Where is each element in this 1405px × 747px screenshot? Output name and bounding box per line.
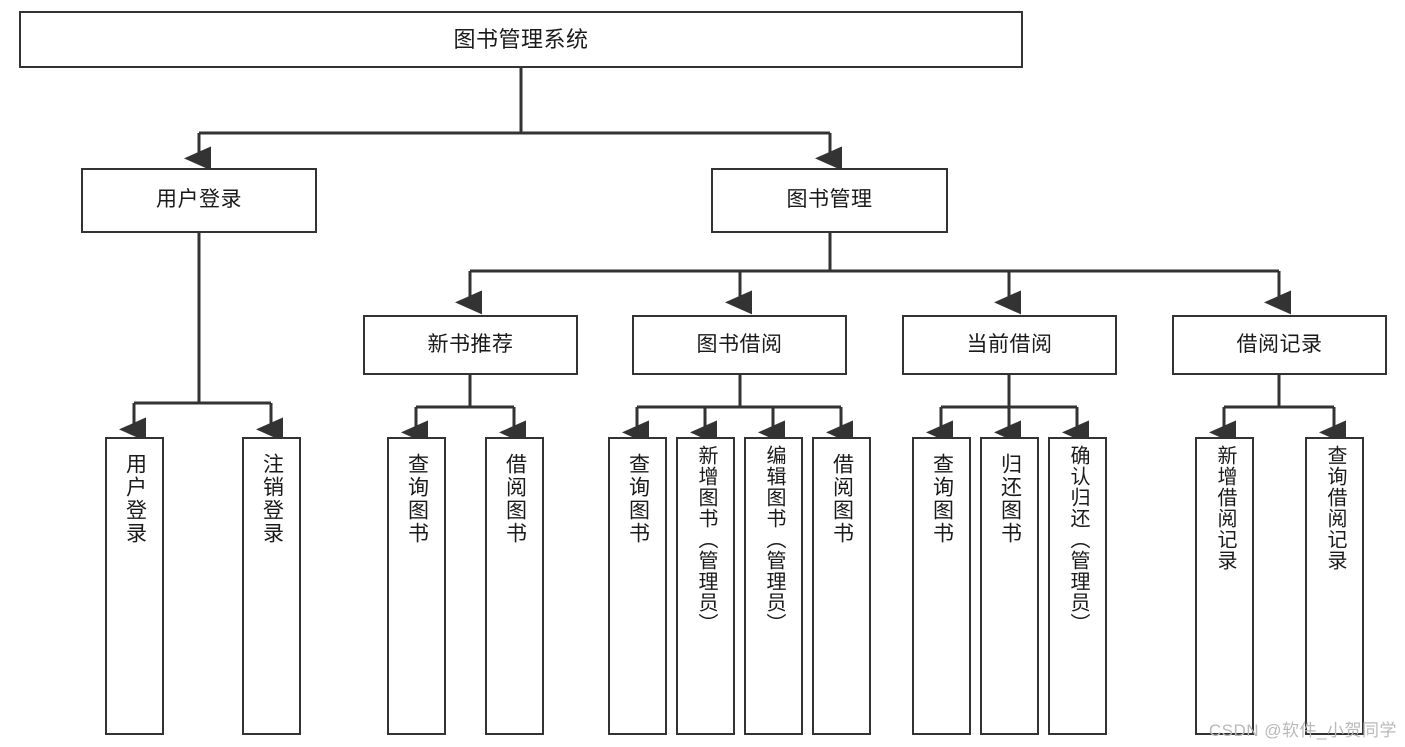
node-label: 查询图书 — [930, 453, 954, 545]
node-label: 查询图书 — [626, 453, 650, 545]
node-label: 借阅图书 — [503, 453, 527, 545]
node-book-borrow[interactable]: 图书借阅 — [632, 315, 847, 375]
leaf-current-borrow-return-book[interactable]: 归还图书 — [980, 437, 1039, 735]
csdn-watermark: CSDN @软件_小贺同学 — [1208, 721, 1397, 740]
node-label: 当前借阅 — [966, 332, 1053, 356]
node-label: 图书管理系统 — [453, 26, 589, 52]
node-new-book-recommendation[interactable]: 新书推荐 — [363, 315, 578, 375]
node-label: 新增借阅记录 — [1214, 445, 1236, 571]
node-label: 查询借阅记录 — [1324, 445, 1346, 571]
leaf-current-borrow-query-book[interactable]: 查询图书 — [912, 437, 971, 735]
node-label: 借阅图书 — [830, 453, 854, 545]
node-label: 编辑图书（管理员） — [763, 445, 785, 634]
node-root-book-management-system[interactable]: 图书管理系统 — [19, 11, 1023, 68]
node-label: 新增图书（管理员） — [695, 445, 717, 634]
node-borrow-record[interactable]: 借阅记录 — [1172, 315, 1387, 375]
node-label: 查询图书 — [405, 453, 429, 545]
node-label: 注销登录 — [260, 453, 284, 545]
leaf-new-book-borrow-book[interactable]: 借阅图书 — [485, 437, 544, 735]
node-label: 用户登录 — [156, 188, 242, 212]
node-label: 图书借阅 — [696, 332, 783, 356]
node-book-management[interactable]: 图书管理 — [711, 168, 948, 233]
leaf-book-borrow-edit-book-admin[interactable]: 编辑图书（管理员） — [744, 437, 803, 735]
node-label: 用户登录 — [123, 453, 147, 545]
node-label: 新书推荐 — [427, 332, 514, 356]
leaf-user-login-logout[interactable]: 注销登录 — [242, 437, 301, 735]
node-user-login[interactable]: 用户登录 — [81, 168, 317, 233]
node-label: 确认归还（管理员） — [1067, 445, 1089, 634]
leaf-book-borrow-query-book[interactable]: 查询图书 — [608, 437, 667, 735]
leaf-borrow-record-query-record[interactable]: 查询借阅记录 — [1305, 437, 1364, 735]
node-current-borrow[interactable]: 当前借阅 — [902, 315, 1117, 375]
leaf-current-borrow-confirm-return-admin[interactable]: 确认归还（管理员） — [1048, 437, 1107, 735]
leaf-book-borrow-borrow-book[interactable]: 借阅图书 — [812, 437, 871, 735]
node-label: 归还图书 — [998, 453, 1022, 545]
leaf-user-login-login[interactable]: 用户登录 — [105, 437, 164, 735]
node-label: 图书管理 — [786, 188, 873, 212]
leaf-borrow-record-add-record[interactable]: 新增借阅记录 — [1195, 437, 1254, 735]
leaf-new-book-query-book[interactable]: 查询图书 — [387, 437, 446, 735]
node-label: 借阅记录 — [1236, 332, 1323, 356]
leaf-book-borrow-add-book-admin[interactable]: 新增图书（管理员） — [676, 437, 735, 735]
